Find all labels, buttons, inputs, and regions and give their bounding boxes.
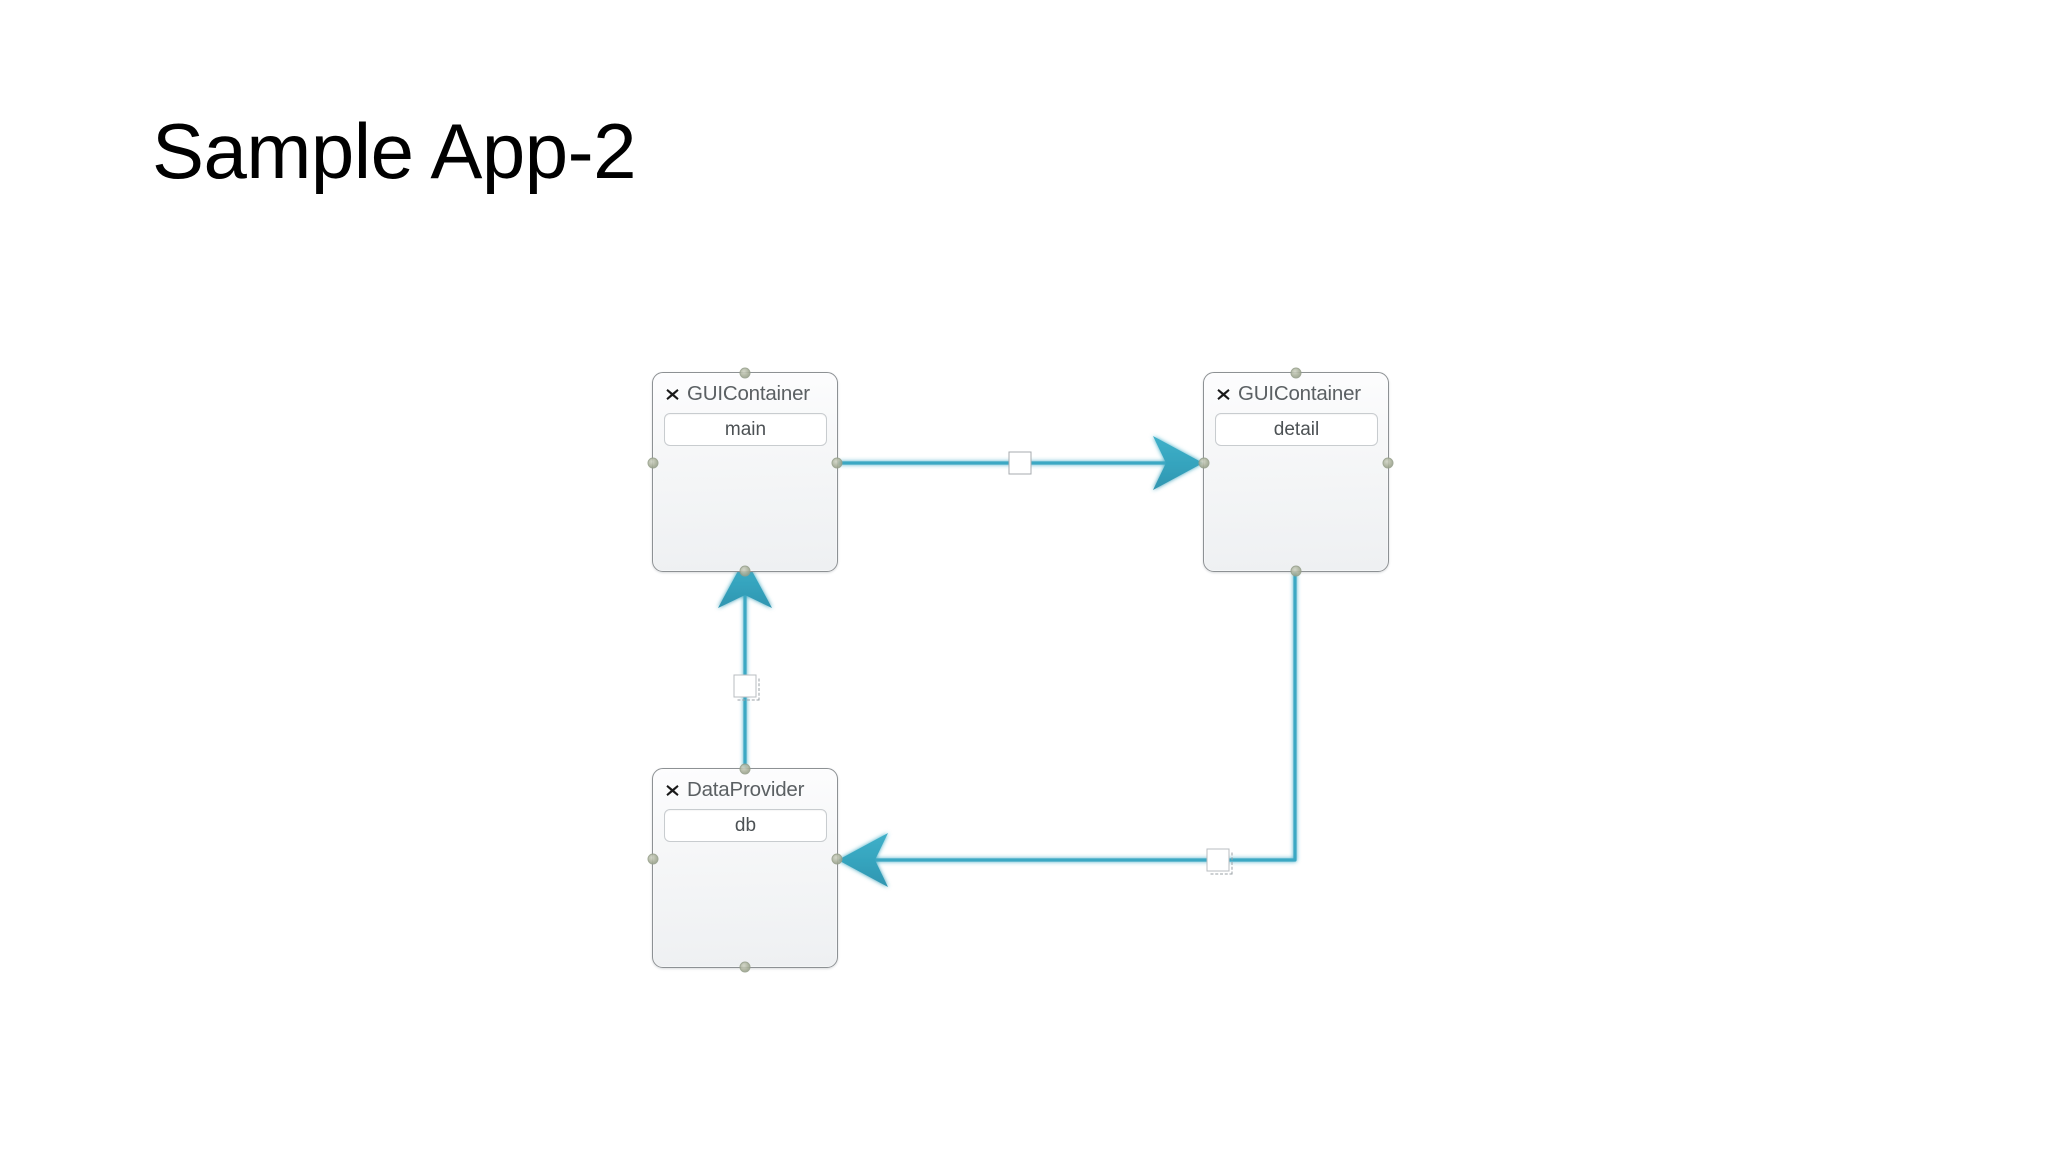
node-type-label: GUIContainer	[1238, 382, 1361, 405]
port-bottom[interactable]	[739, 961, 751, 973]
node-header: DataProvider	[665, 777, 829, 803]
port-left[interactable]	[647, 457, 659, 469]
node-value-field[interactable]: db	[664, 809, 827, 842]
node-header: GUIContainer	[665, 381, 829, 407]
edge-db-to-main[interactable]	[718, 558, 772, 768]
port-right[interactable]	[831, 457, 843, 469]
node-type-label: GUIContainer	[687, 382, 810, 405]
page-title: Sample App-2	[152, 107, 636, 195]
arrowhead	[838, 833, 888, 887]
port-right[interactable]	[831, 853, 843, 865]
edge-handle-detail-to-db[interactable]	[1206, 848, 1233, 875]
close-icon[interactable]	[665, 387, 680, 402]
port-top[interactable]	[1290, 367, 1302, 379]
node-header: GUIContainer	[1216, 381, 1380, 407]
close-icon[interactable]	[665, 783, 680, 798]
port-left[interactable]	[647, 853, 659, 865]
arrowhead	[1153, 436, 1203, 490]
node-guicontainer-main[interactable]: GUIContainer main	[647, 367, 843, 577]
edge-handle-main-to-detail[interactable]	[1008, 451, 1032, 475]
node-body: GUIContainer detail	[1204, 373, 1388, 571]
edge-detail-to-db[interactable]	[838, 572, 1297, 887]
edge-line	[853, 572, 1297, 862]
port-bottom[interactable]	[739, 565, 751, 577]
port-right[interactable]	[1382, 457, 1394, 469]
port-left[interactable]	[1198, 457, 1210, 469]
port-top[interactable]	[739, 763, 751, 775]
port-bottom[interactable]	[1290, 565, 1302, 577]
node-dataprovider-db[interactable]: DataProvider db	[647, 763, 843, 973]
node-body: GUIContainer main	[653, 373, 837, 571]
node-value-field[interactable]: main	[664, 413, 827, 446]
node-guicontainer-detail[interactable]: GUIContainer detail	[1198, 367, 1394, 577]
node-body: DataProvider db	[653, 769, 837, 967]
node-value-field[interactable]: detail	[1215, 413, 1378, 446]
node-type-label: DataProvider	[687, 778, 805, 801]
close-icon[interactable]	[1216, 387, 1231, 402]
port-top[interactable]	[739, 367, 751, 379]
edge-handle-db-to-main[interactable]	[733, 674, 760, 701]
